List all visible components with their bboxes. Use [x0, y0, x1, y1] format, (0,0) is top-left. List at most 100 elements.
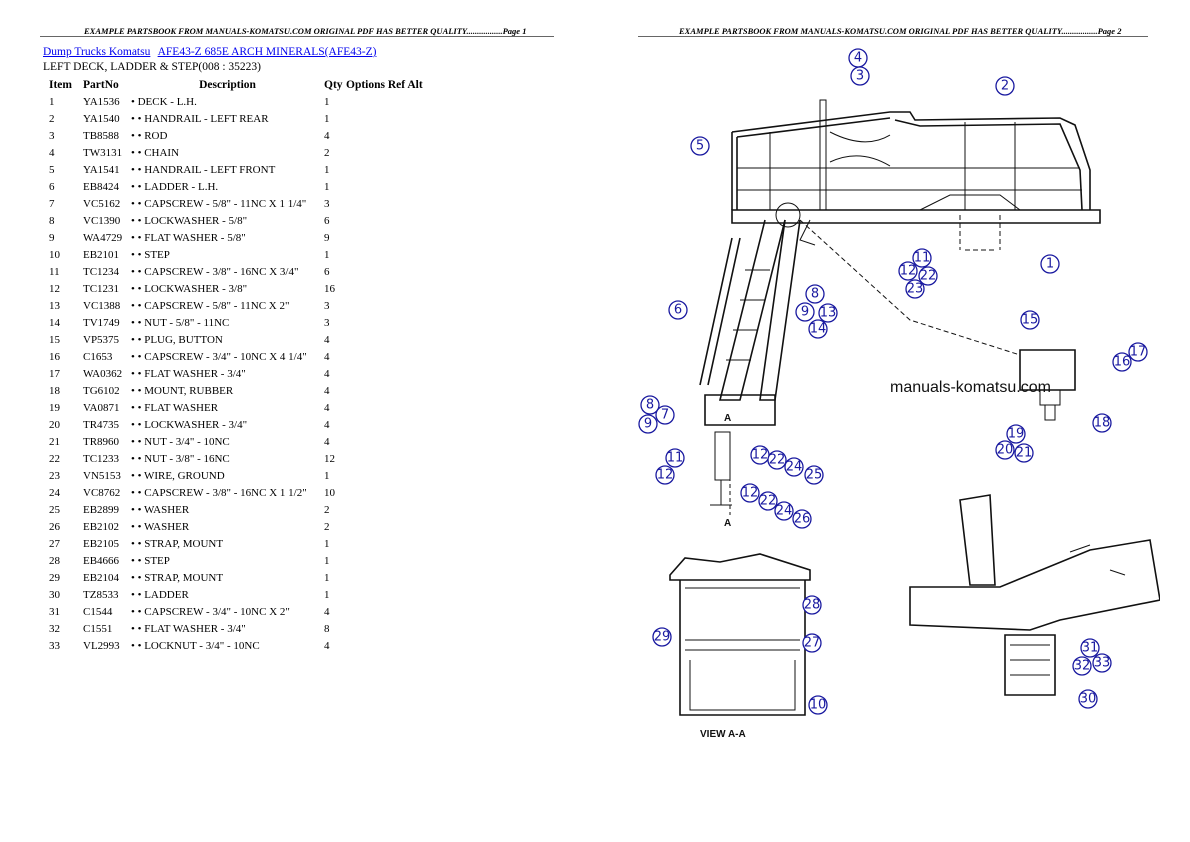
- item-cell: 25: [49, 503, 60, 516]
- item-cell: 13: [49, 299, 60, 312]
- svg-text:13: 13: [820, 306, 837, 321]
- qty-cell: 4: [324, 435, 330, 448]
- callout-item-23: 23: [905, 279, 925, 299]
- svg-text:30: 30: [1080, 692, 1097, 707]
- partno-cell: TC1234: [83, 265, 120, 278]
- partno-cell: VP5375: [83, 333, 120, 346]
- description-cell: • • STRAP, MOUNT: [131, 537, 224, 550]
- options-cell: [346, 603, 423, 620]
- qty-cell: 4: [324, 129, 330, 142]
- description-cell: • • WIRE, GROUND: [131, 469, 225, 482]
- partno-cell: YA1540: [83, 112, 120, 125]
- partno-cell: YA1541: [83, 163, 120, 176]
- callout-item-2: 2: [995, 76, 1015, 96]
- callout-item-1: 1: [1040, 254, 1060, 274]
- description-cell: • • NUT - 3/4" - 10NC: [131, 435, 230, 448]
- item-cell: 22: [49, 452, 60, 465]
- callout-item-21: 21: [1014, 443, 1034, 463]
- qty-cell: 4: [324, 367, 330, 380]
- item-cell: 27: [49, 537, 60, 550]
- callout-item-7: 7: [655, 405, 675, 425]
- exploded-parts-diagram: manuals-komatsu.com VIEW A-A A A 4352111…: [638, 48, 1160, 740]
- svg-text:12: 12: [742, 486, 759, 501]
- options-cell: [346, 144, 423, 161]
- options-cell: [346, 433, 423, 450]
- partno-cell: VC5162: [83, 197, 121, 210]
- svg-text:12: 12: [657, 468, 674, 483]
- callout-item-12: 12: [750, 445, 770, 465]
- callout-item-19: 19: [1006, 424, 1026, 444]
- svg-text:32: 32: [1074, 659, 1091, 674]
- description-cell: • • STEP: [131, 248, 170, 261]
- partno-cell: TR4735: [83, 418, 120, 431]
- description-cell: • • LOCKWASHER - 5/8": [131, 214, 248, 227]
- svg-text:11: 11: [667, 451, 684, 466]
- qty-cell: 4: [324, 605, 330, 618]
- description-cell: • • NUT - 3/8" - 16NC: [131, 452, 230, 465]
- item-cell: 4: [49, 146, 55, 159]
- partno-cell: VC8762: [83, 486, 121, 499]
- item-cell: 3: [49, 129, 55, 142]
- breadcrumb: Dump Trucks Komatsu AFE43-Z 685E ARCH MI…: [43, 46, 381, 58]
- description-cell: • • WASHER: [131, 520, 190, 533]
- item-cell: 16: [49, 350, 60, 363]
- parts-table: Item PartNo Description Qty Options Ref …: [43, 77, 423, 654]
- table-header-row: Item PartNo Description Qty Options Ref …: [43, 77, 423, 93]
- svg-text:16: 16: [1114, 355, 1131, 370]
- callout-item-24: 24: [784, 457, 804, 477]
- svg-text:20: 20: [997, 443, 1014, 458]
- rubber-mount-detail-drawing: [1019, 349, 1076, 421]
- partno-cell: TG6102: [83, 384, 120, 397]
- callout-item-26: 26: [792, 509, 812, 529]
- breadcrumb-link-dump-trucks[interactable]: Dump Trucks Komatsu: [43, 46, 151, 58]
- partno-cell: TC1231: [83, 282, 120, 295]
- callout-item-20: 20: [995, 440, 1015, 460]
- callout-item-27: 27: [802, 633, 822, 653]
- description-cell: • • HANDRAIL - LEFT REAR: [131, 112, 269, 125]
- callout-item-17: 17: [1128, 342, 1148, 362]
- qty-cell: 4: [324, 639, 330, 652]
- qty-cell: 1: [324, 95, 330, 108]
- options-cell: [346, 314, 423, 331]
- callout-item-11: 11: [665, 448, 685, 468]
- svg-text:31: 31: [1082, 641, 1099, 656]
- header-rule-left: [40, 36, 554, 37]
- svg-text:4: 4: [854, 51, 862, 66]
- description-cell: • • STEP: [131, 554, 170, 567]
- svg-text:24: 24: [776, 504, 793, 519]
- options-cell: [346, 348, 423, 365]
- partno-cell: EB2899: [83, 503, 120, 516]
- description-cell: • • FLAT WASHER - 3/4": [131, 622, 246, 635]
- svg-text:28: 28: [804, 598, 821, 613]
- item-cell: 17: [49, 367, 60, 380]
- col-header-qty: Qty: [324, 79, 343, 91]
- callout-item-22: 22: [758, 491, 778, 511]
- svg-text:11: 11: [914, 251, 931, 266]
- svg-text:10: 10: [810, 698, 827, 713]
- callout-item-18: 18: [1092, 413, 1112, 433]
- qty-cell: 3: [324, 299, 330, 312]
- description-cell: • • CHAIN: [131, 146, 180, 159]
- partno-cell: WA4729: [83, 231, 123, 244]
- description-cell: • • LOCKNUT - 3/4" - 10NC: [131, 639, 260, 652]
- item-cell: 31: [49, 605, 60, 618]
- item-cell: 30: [49, 588, 60, 601]
- callout-item-22: 22: [918, 266, 938, 286]
- description-cell: • • HANDRAIL - LEFT FRONT: [131, 163, 276, 176]
- options-cell: [346, 263, 423, 280]
- callout-item-31: 31: [1080, 638, 1100, 658]
- breadcrumb-link-model[interactable]: AFE43-Z 685E ARCH MINERALS(AFE43-Z): [157, 46, 377, 58]
- qty-cell: 1: [324, 180, 330, 193]
- item-cell: 20: [49, 418, 60, 431]
- callout-item-25: 25: [804, 465, 824, 485]
